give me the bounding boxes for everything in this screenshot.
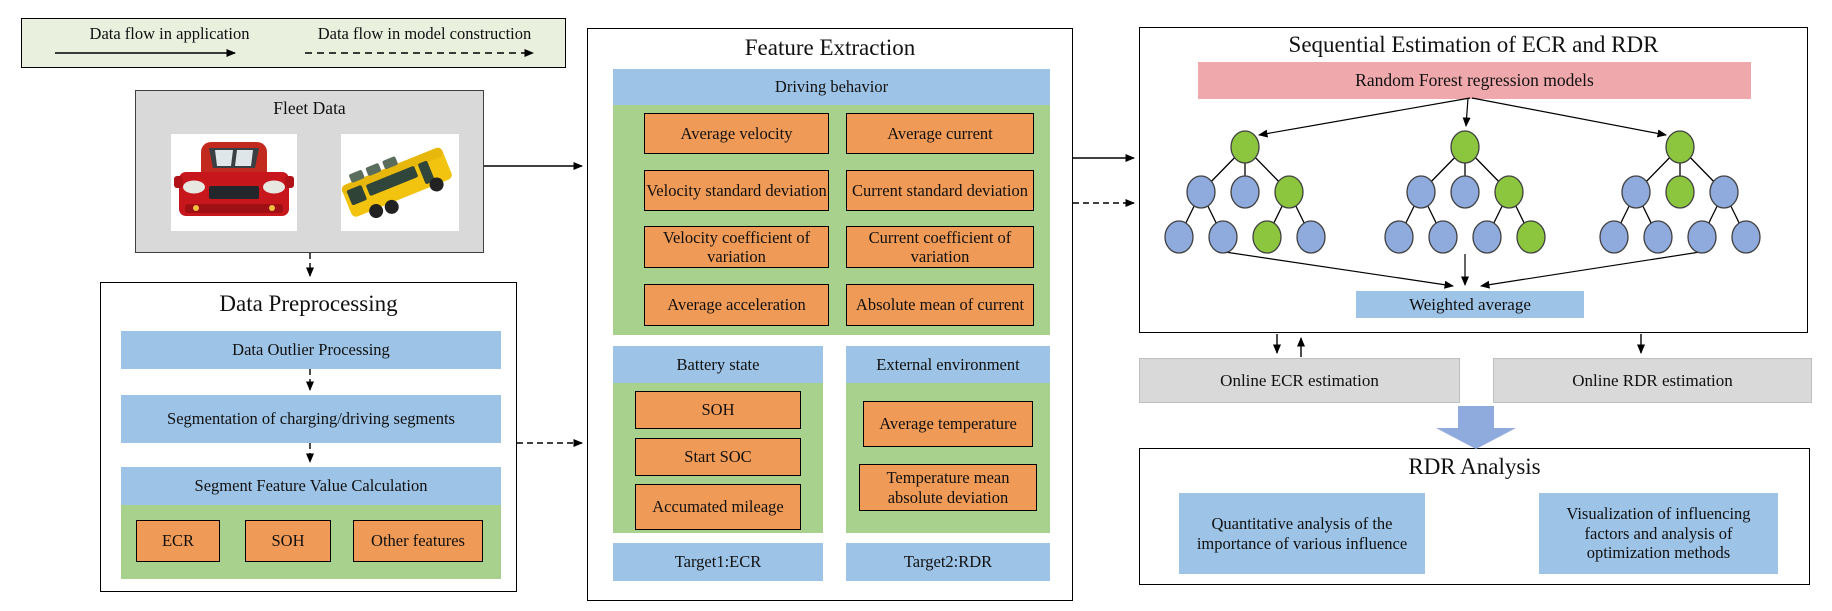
external-environment-group: Average temperature Temperature mean abs…	[846, 383, 1050, 533]
legend-box: Data flow in application Data flow in mo…	[21, 18, 566, 68]
feature-extraction-box: Feature Extraction Driving behavior Aver…	[587, 28, 1073, 601]
feature-extraction-title: Feature Extraction	[744, 35, 916, 60]
red-car-graphic	[174, 142, 294, 216]
block-arrow-to-rdr-analysis	[1436, 406, 1516, 449]
sequential-estimation-title: Sequential Estimation of ECR and RDR	[1288, 32, 1659, 57]
rdr-analysis-box: RDR Analysis Quantitative analysis of th…	[1139, 448, 1810, 585]
feature-average-temperature: Average temperature	[863, 401, 1033, 447]
output-ecr: ECR	[136, 520, 220, 562]
feature-start-soc: Start SOC	[635, 438, 801, 476]
target1-ecr: Target1:ECR	[613, 543, 823, 581]
feature-average-acceleration: Average acceleration	[644, 284, 829, 326]
feature-accumated-mileage: Accumated mileage	[635, 484, 801, 530]
feature-absolute-mean-current: Absolute mean of current	[846, 284, 1034, 326]
feature-velocity-std: Velocity standard deviation	[644, 170, 829, 211]
battery-state-group: SOH Start SOC Accumated mileage	[613, 383, 823, 533]
rdr-analysis-item-visualization: Visualization of influencing factors and…	[1539, 493, 1778, 574]
feature-current-cov: Current coefficient of variation	[846, 226, 1034, 268]
sequential-estimation-box: Sequential Estimation of ECR and RDR Ran…	[1139, 27, 1808, 333]
feature-current-std: Current standard deviation	[846, 170, 1034, 211]
step-segmentation: Segmentation of charging/driving segment…	[121, 395, 501, 443]
data-preprocessing-title: Data Preprocessing	[219, 291, 398, 316]
fleet-data-title: Fleet Data	[273, 98, 346, 118]
car-image	[171, 134, 297, 231]
preprocessing-outputs-group: ECR SOH Other features	[121, 505, 501, 579]
battery-state-header: Battery state	[613, 346, 823, 383]
rdr-analysis-title: RDR Analysis	[1408, 454, 1541, 479]
feature-average-velocity: Average velocity	[644, 113, 829, 154]
feature-temperature-mad: Temperature mean absolute deviation	[859, 464, 1037, 511]
external-environment-header: External environment	[846, 346, 1050, 383]
bus-image	[341, 134, 459, 231]
yellow-bus-graphic	[341, 147, 452, 219]
online-rdr-estimation-box: Online RDR estimation	[1493, 358, 1812, 403]
legend-label-model-construction: Data flow in model construction	[317, 24, 532, 43]
feature-soh: SOH	[635, 391, 801, 429]
step-segment-feature-value: Segment Feature Value Calculation	[121, 467, 501, 505]
online-ecr-estimation-box: Online ECR estimation	[1139, 358, 1460, 403]
feature-average-current: Average current	[846, 113, 1034, 154]
feature-velocity-cov: Velocity coefficient of variation	[644, 226, 829, 268]
legend-label-application: Data flow in application	[89, 24, 250, 43]
data-preprocessing-box: Data Preprocessing Data Outlier Processi…	[100, 282, 517, 592]
target2-rdr: Target2:RDR	[846, 543, 1050, 581]
fleet-data-box: Fleet Data	[135, 90, 484, 253]
output-soh: SOH	[245, 520, 331, 562]
driving-behavior-group: Average velocity Average current Velocit…	[613, 105, 1050, 335]
random-forest-label: Random Forest regression models	[1198, 62, 1751, 99]
driving-behavior-header: Driving behavior	[613, 69, 1050, 105]
weighted-average-box: Weighted average	[1356, 291, 1584, 318]
step-data-outlier-processing: Data Outlier Processing	[121, 331, 501, 369]
rdr-analysis-item-quantitative: Quantitative analysis of the importance …	[1179, 493, 1425, 574]
output-other-features: Other features	[353, 520, 483, 562]
